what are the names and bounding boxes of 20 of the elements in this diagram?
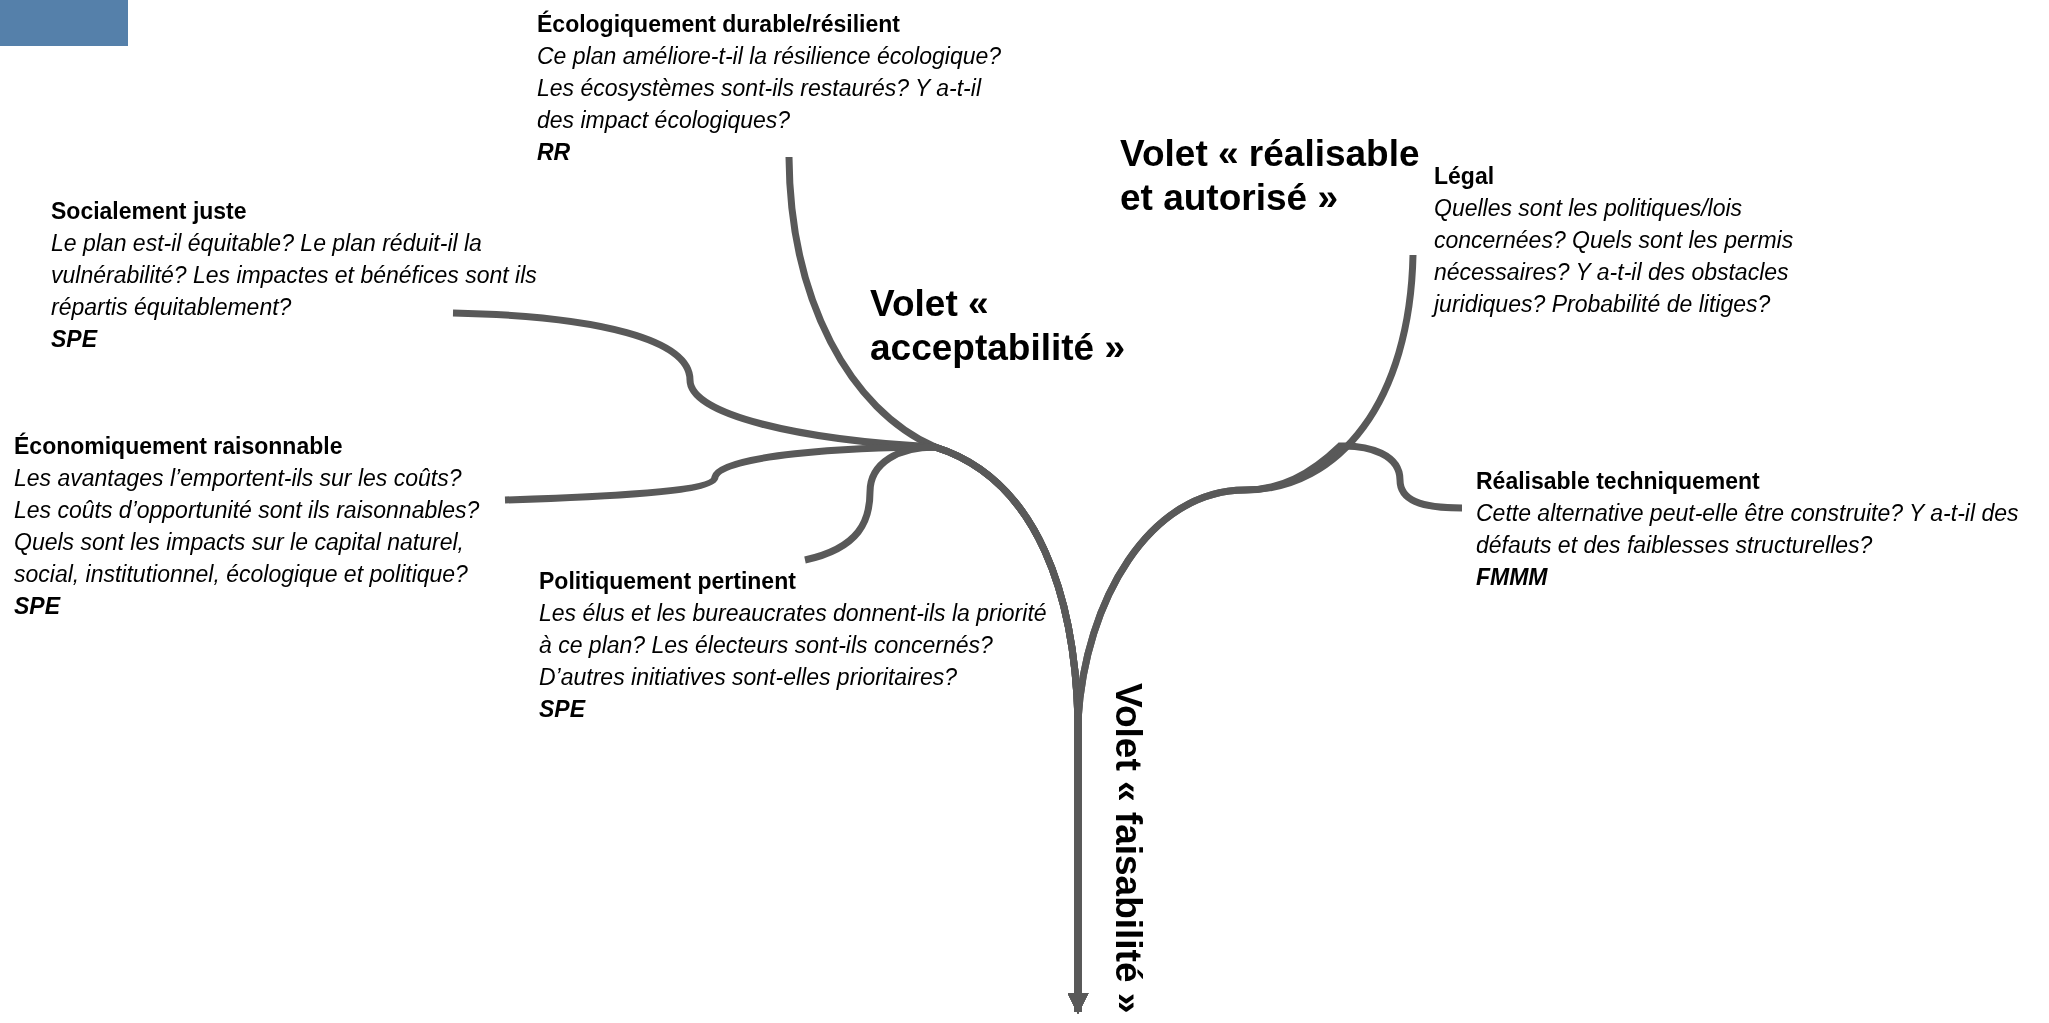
- criterion-heading: Politiquement pertinent: [539, 567, 797, 596]
- question-text: Cette alternative peut-elle être construite? Y a-t-il des défauts et des faiblesses structurelles?: [1476, 499, 2020, 560]
- question-text: Ce plan améliore-t-il la résilience écologique? Les écosystèmes sont-ils restaurés? Y a-t-il des impact écologiques?: [537, 42, 1003, 135]
- criterion-heading: Économiquement raisonnable: [14, 431, 344, 461]
- reference-code: FMMM: [1476, 563, 1549, 592]
- question-text: Les élus et les bureaucrates donnent-ils la priorité à ce plan? Les électeurs sont-ils concernés? D’autres initiatives sont-elles prioritaires?: [539, 599, 1048, 692]
- reference-code: SPE: [51, 325, 99, 354]
- criterion-heading: Socialement juste: [51, 197, 248, 226]
- question-text: Le plan est-il équitable? Le plan réduit-il la vulnérabilité? Les impactes et bénéfices sont ils répartis équitablement?: [51, 229, 538, 322]
- strand-label: Volet « acceptabilité »: [870, 282, 1126, 370]
- criterion-heading: Écologiquement durable/résilient: [537, 9, 901, 39]
- reference-code: RR: [537, 138, 572, 167]
- strand-label: Volet « réalisable et autorisé »: [1120, 132, 1421, 220]
- criterion-heading: Légal: [1434, 162, 1496, 191]
- reference-code: SPE: [14, 592, 62, 621]
- reference-code: SPE: [539, 695, 587, 724]
- strand-label: Volet « faisabilité »: [1107, 683, 1150, 1014]
- branch-arrow: [1067, 442, 1463, 1015]
- criterion-heading: Réalisable techniquement: [1476, 467, 1761, 496]
- question-text: Les avantages l’emportent-ils sur les coûts? Les coûts d’opportunité sont ils raisonnables? Quels sont les impacts sur le capital naturel, social, institutionnel, écologique et politique?: [14, 464, 481, 589]
